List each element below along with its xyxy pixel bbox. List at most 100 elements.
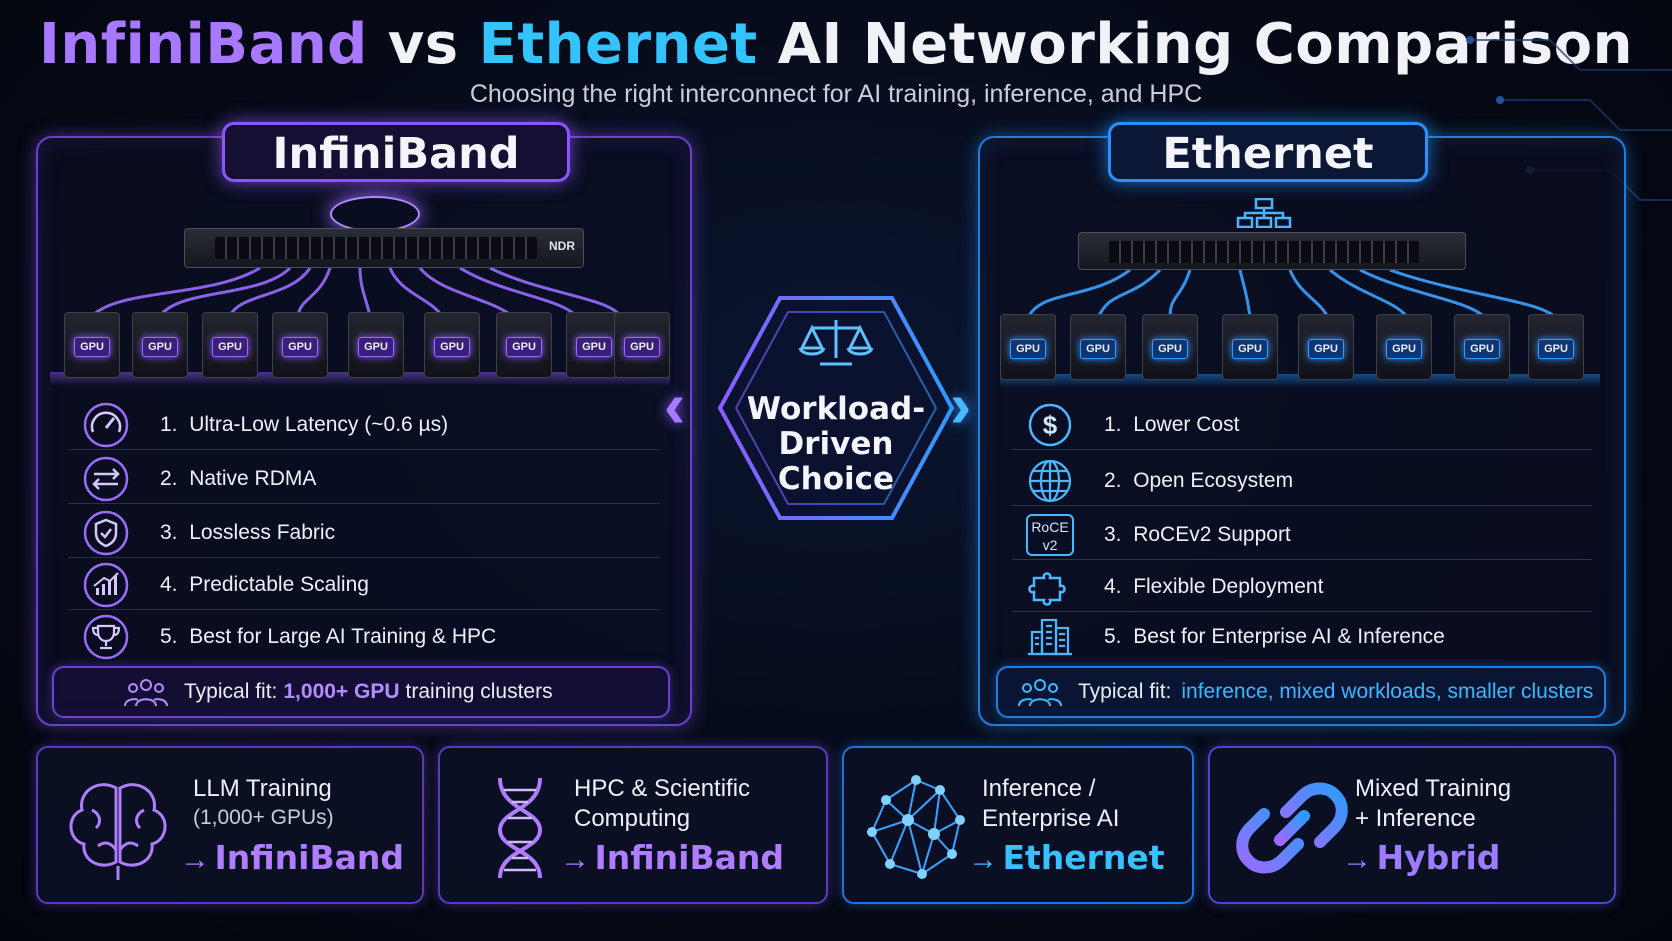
card-inference-enterprise: Inference / Enterprise AI → Ethernet	[842, 746, 1194, 904]
ethernet-switch	[1078, 232, 1466, 270]
gpu-server: GPU	[566, 312, 622, 378]
rocev2-icon: RoCE v2	[1022, 512, 1078, 558]
gpu-label: GPU	[434, 337, 470, 357]
ethernet-feature-1: $ 1. Lower Cost	[1012, 400, 1592, 450]
bidirectional-arrows-icon	[78, 456, 134, 502]
gpu-label: GPU	[358, 337, 394, 357]
gpu-label: GPU	[576, 337, 612, 357]
card-result-label: InfiniBand	[214, 838, 405, 877]
gpu-label: GPU	[1152, 339, 1188, 359]
card-result-label: Ethernet	[1002, 838, 1165, 877]
gpu-server: GPU	[1000, 314, 1056, 380]
brain-icon	[69, 783, 167, 880]
rocev2-icon-text: RoCE	[1031, 518, 1069, 535]
feature-label: 2. Open Ecosystem	[1104, 468, 1294, 492]
gpu-server: GPU	[132, 312, 188, 378]
gpu-server: GPU	[1142, 314, 1198, 380]
card-title: Inference /	[982, 775, 1096, 802]
gpu-label: GPU	[1010, 339, 1046, 359]
card-title: + Inference	[1355, 805, 1476, 832]
card-result: → Hybrid	[1342, 838, 1500, 877]
ethernet-feature-3: RoCE v2 3. RoCEv2 Support	[1012, 510, 1592, 560]
gpu-label: GPU	[142, 337, 178, 357]
card-title: Computing	[574, 805, 691, 832]
switch-ports	[215, 237, 537, 259]
svg-text:$: $	[1043, 410, 1058, 440]
people-group-icon	[1018, 673, 1068, 711]
title-ethernet: Ethernet	[478, 12, 758, 77]
workload-driven-choice: Workload- Driven Choice	[714, 392, 958, 497]
gpu-server: GPU	[1376, 314, 1432, 380]
speedometer-icon	[78, 402, 134, 448]
scales-icon	[798, 320, 874, 366]
center-line-3: Choice	[777, 461, 895, 497]
arrow-right-icon: →	[560, 843, 590, 876]
network-mesh-icon	[867, 775, 965, 879]
infiniband-cables	[90, 268, 622, 318]
infiniband-typical-fit: Typical fit: 1,000+ GPU training cluster…	[52, 666, 670, 718]
card-title: Enterprise AI	[982, 805, 1120, 832]
arrow-right-icon: →	[180, 843, 210, 876]
title-infiniband: InfiniBand	[39, 12, 368, 77]
switch-model-label: NDR	[549, 239, 575, 253]
arrow-right-icon: →	[968, 843, 998, 876]
card-mixed-workloads: Mixed Training + Inference → Hybrid	[1208, 746, 1616, 904]
network-topology-icon	[1236, 198, 1292, 228]
infiniband-panel-title: InfiniBand	[222, 122, 570, 182]
ethernet-typical-fit: Typical fit: inference, mixed workloads,…	[996, 666, 1606, 718]
feature-label: 3. Lossless Fabric	[160, 520, 336, 544]
gpu-server: GPU	[348, 312, 404, 378]
infiniband-feature-1: 1. Ultra-Low Latency (~0.6 µs)	[68, 400, 660, 450]
buildings-icon	[1022, 614, 1078, 660]
ethernet-feature-4: 4. Flexible Deployment	[1012, 562, 1592, 612]
card-result-label: Hybrid	[1376, 838, 1501, 877]
feature-label: 1. Lower Cost	[1104, 412, 1240, 436]
feature-label: 1. Ultra-Low Latency (~0.6 µs)	[160, 412, 449, 436]
infiniband-feature-3: 3. Lossless Fabric	[68, 508, 660, 558]
feature-label: 5. Best for Large AI Training & HPC	[160, 625, 497, 648]
gpu-server: GPU	[1070, 314, 1126, 380]
card-result: → InfiniBand	[180, 838, 404, 877]
infiniband-feature-2: 2. Native RDMA	[68, 454, 660, 504]
center-line-2: Driven	[778, 426, 894, 462]
gpu-server: GPU	[614, 312, 670, 378]
gpu-server: GPU	[202, 312, 258, 378]
ethernet-feature-5: 5. Best for Enterprise AI & Inference	[1012, 612, 1592, 662]
ethernet-panel-title: Ethernet	[1108, 122, 1428, 182]
gpu-server: GPU	[1528, 314, 1584, 380]
center-line-1: Workload-	[746, 391, 926, 427]
gpu-label: GPU	[212, 337, 248, 357]
gpu-label: GPU	[1308, 339, 1344, 359]
fit-suffix: training clusters	[405, 680, 553, 703]
shield-check-icon	[78, 510, 134, 556]
people-group-icon	[124, 673, 174, 711]
card-title: LLM Training	[193, 775, 332, 802]
infiniband-switch: NDR	[184, 228, 584, 268]
page-title: InfiniBand vs Ethernet AI Networking Com…	[0, 12, 1672, 77]
ethernet-cables	[1026, 270, 1558, 320]
gpu-label: GPU	[1386, 339, 1422, 359]
gpu-server: GPU	[1454, 314, 1510, 380]
card-title: Mixed Training	[1355, 775, 1512, 802]
chevron-right-icon: ›	[950, 369, 972, 441]
card-result-label: InfiniBand	[594, 838, 785, 877]
title-rest: AI Networking Comparison	[757, 12, 1633, 77]
fit-prefix: Typical fit:	[1078, 680, 1172, 703]
workload-hexagon	[717, 296, 955, 520]
feature-label: 5. Best for Enterprise AI & Inference	[1104, 625, 1445, 648]
title-vs: vs	[367, 12, 479, 77]
gpu-label: GPU	[1232, 339, 1268, 359]
gpu-label: GPU	[1464, 339, 1500, 359]
card-subtitle: (1,000+ GPUs)	[193, 806, 334, 829]
puzzle-icon	[1022, 564, 1078, 610]
card-result: → InfiniBand	[560, 838, 784, 877]
gpu-label: GPU	[282, 337, 318, 357]
infiniband-feature-5: 5. Best for Large AI Training & HPC	[68, 612, 660, 662]
dna-icon	[497, 777, 543, 879]
feature-label: 4. Predictable Scaling	[160, 572, 369, 596]
gpu-label: GPU	[624, 337, 660, 357]
growth-chart-icon	[78, 562, 134, 608]
gpu-label: GPU	[74, 337, 110, 357]
trophy-icon	[78, 614, 134, 660]
feature-label: 2. Native RDMA	[160, 466, 317, 490]
